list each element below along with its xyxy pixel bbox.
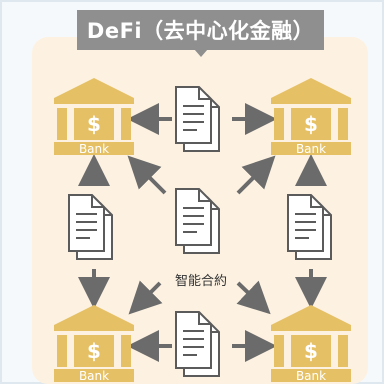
bank-label: Bank <box>79 369 109 383</box>
title-text: DeFi（去中心化金融） <box>86 19 315 43</box>
arrow-center-to-bottom-left <box>128 280 163 315</box>
bank-label: Bank <box>79 142 109 156</box>
arrow-center-to-top-left <box>127 155 167 195</box>
document-stack-icon <box>287 194 332 260</box>
document-left-middle <box>68 194 113 260</box>
document-stack-icon <box>68 194 113 260</box>
document-stack-icon <box>175 311 220 377</box>
bank-dollar-symbol: $ <box>304 112 318 136</box>
bank-label: Bank <box>296 369 326 383</box>
bank-top-left: $ Bank <box>54 78 134 156</box>
bank-dollar-symbol: $ <box>87 112 101 136</box>
document-top-center <box>175 86 220 152</box>
arrow-center-to-top-right <box>236 155 276 195</box>
bank-top-right: $ Bank <box>271 78 351 156</box>
title-pointer <box>194 49 208 57</box>
document-stack-icon <box>175 188 220 254</box>
document-right-middle <box>287 194 332 260</box>
arrow-center-to-bottom-right <box>236 280 271 315</box>
bank-bottom-right: $ Bank <box>271 305 351 383</box>
arrows <box>78 103 327 362</box>
document-bottom-center <box>175 311 220 377</box>
bank-dollar-symbol: $ <box>87 339 101 363</box>
smart-contract-label: 智能合約 <box>175 274 227 289</box>
diagram-title: DeFi（去中心化金融） <box>77 10 324 50</box>
document-stack-icon <box>175 86 220 152</box>
bank-bottom-left: $ Bank <box>54 305 134 383</box>
center-label-background <box>169 270 233 290</box>
bank-label: Bank <box>296 142 326 156</box>
bank-dollar-symbol: $ <box>304 339 318 363</box>
document-center <box>175 188 220 254</box>
